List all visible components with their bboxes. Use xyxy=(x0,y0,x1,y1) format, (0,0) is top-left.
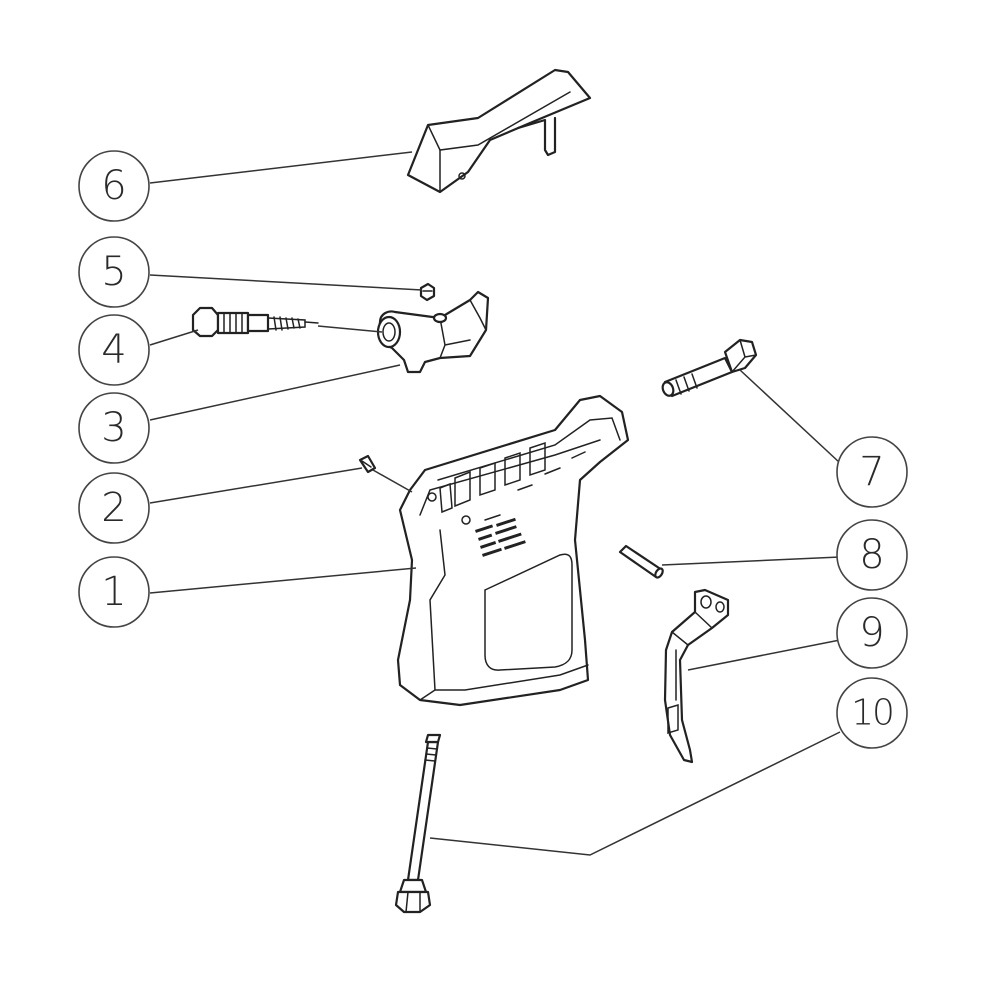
leader-lines xyxy=(149,151,841,856)
leader-6 xyxy=(149,151,413,184)
callout-1: 1 xyxy=(78,556,150,628)
callout-2: 2 xyxy=(78,472,150,544)
part-9-trigger xyxy=(663,588,730,764)
part-1-handle-body xyxy=(396,394,630,707)
callout-7: 7 xyxy=(836,436,908,508)
leader-7 xyxy=(739,369,841,464)
callout-6: 6 xyxy=(78,150,150,222)
svg-text:4: 4 xyxy=(101,327,126,373)
leader-1 xyxy=(149,567,417,594)
part-3-valve-body xyxy=(376,290,490,374)
svg-text:9: 9 xyxy=(859,610,884,656)
callout-8: 8 xyxy=(836,519,908,591)
svg-text:3: 3 xyxy=(101,405,126,451)
svg-text:7: 7 xyxy=(859,449,884,495)
leader-2 xyxy=(149,467,363,504)
leader-2b xyxy=(372,469,413,493)
part-10-lance-tube xyxy=(394,733,442,914)
leader-4 xyxy=(149,329,199,346)
part-2-screw xyxy=(358,454,377,474)
leader-3 xyxy=(149,364,401,421)
part-7-inlet-fitting xyxy=(661,338,758,398)
leader-10 xyxy=(429,731,841,856)
part-6-lever-cover xyxy=(406,68,592,194)
svg-text:1: 1 xyxy=(101,569,126,615)
callout-10: 10 xyxy=(836,677,908,749)
part-8-pin xyxy=(618,544,664,579)
svg-text:6: 6 xyxy=(101,163,126,209)
leader-8 xyxy=(661,556,841,566)
svg-text:2: 2 xyxy=(101,485,126,531)
svg-text:10: 10 xyxy=(851,693,893,734)
callout-3: 3 xyxy=(78,392,150,464)
callout-9: 9 xyxy=(836,597,908,669)
leader-4b xyxy=(317,325,383,333)
svg-text:5: 5 xyxy=(101,249,126,295)
part-5-set-screw xyxy=(419,282,436,302)
leader-9 xyxy=(687,639,841,671)
callout-4: 4 xyxy=(78,314,150,386)
svg-text:8: 8 xyxy=(859,532,884,578)
callout-5: 5 xyxy=(78,236,150,308)
leader-5 xyxy=(149,274,423,291)
part-4-valve-stem xyxy=(191,306,319,338)
